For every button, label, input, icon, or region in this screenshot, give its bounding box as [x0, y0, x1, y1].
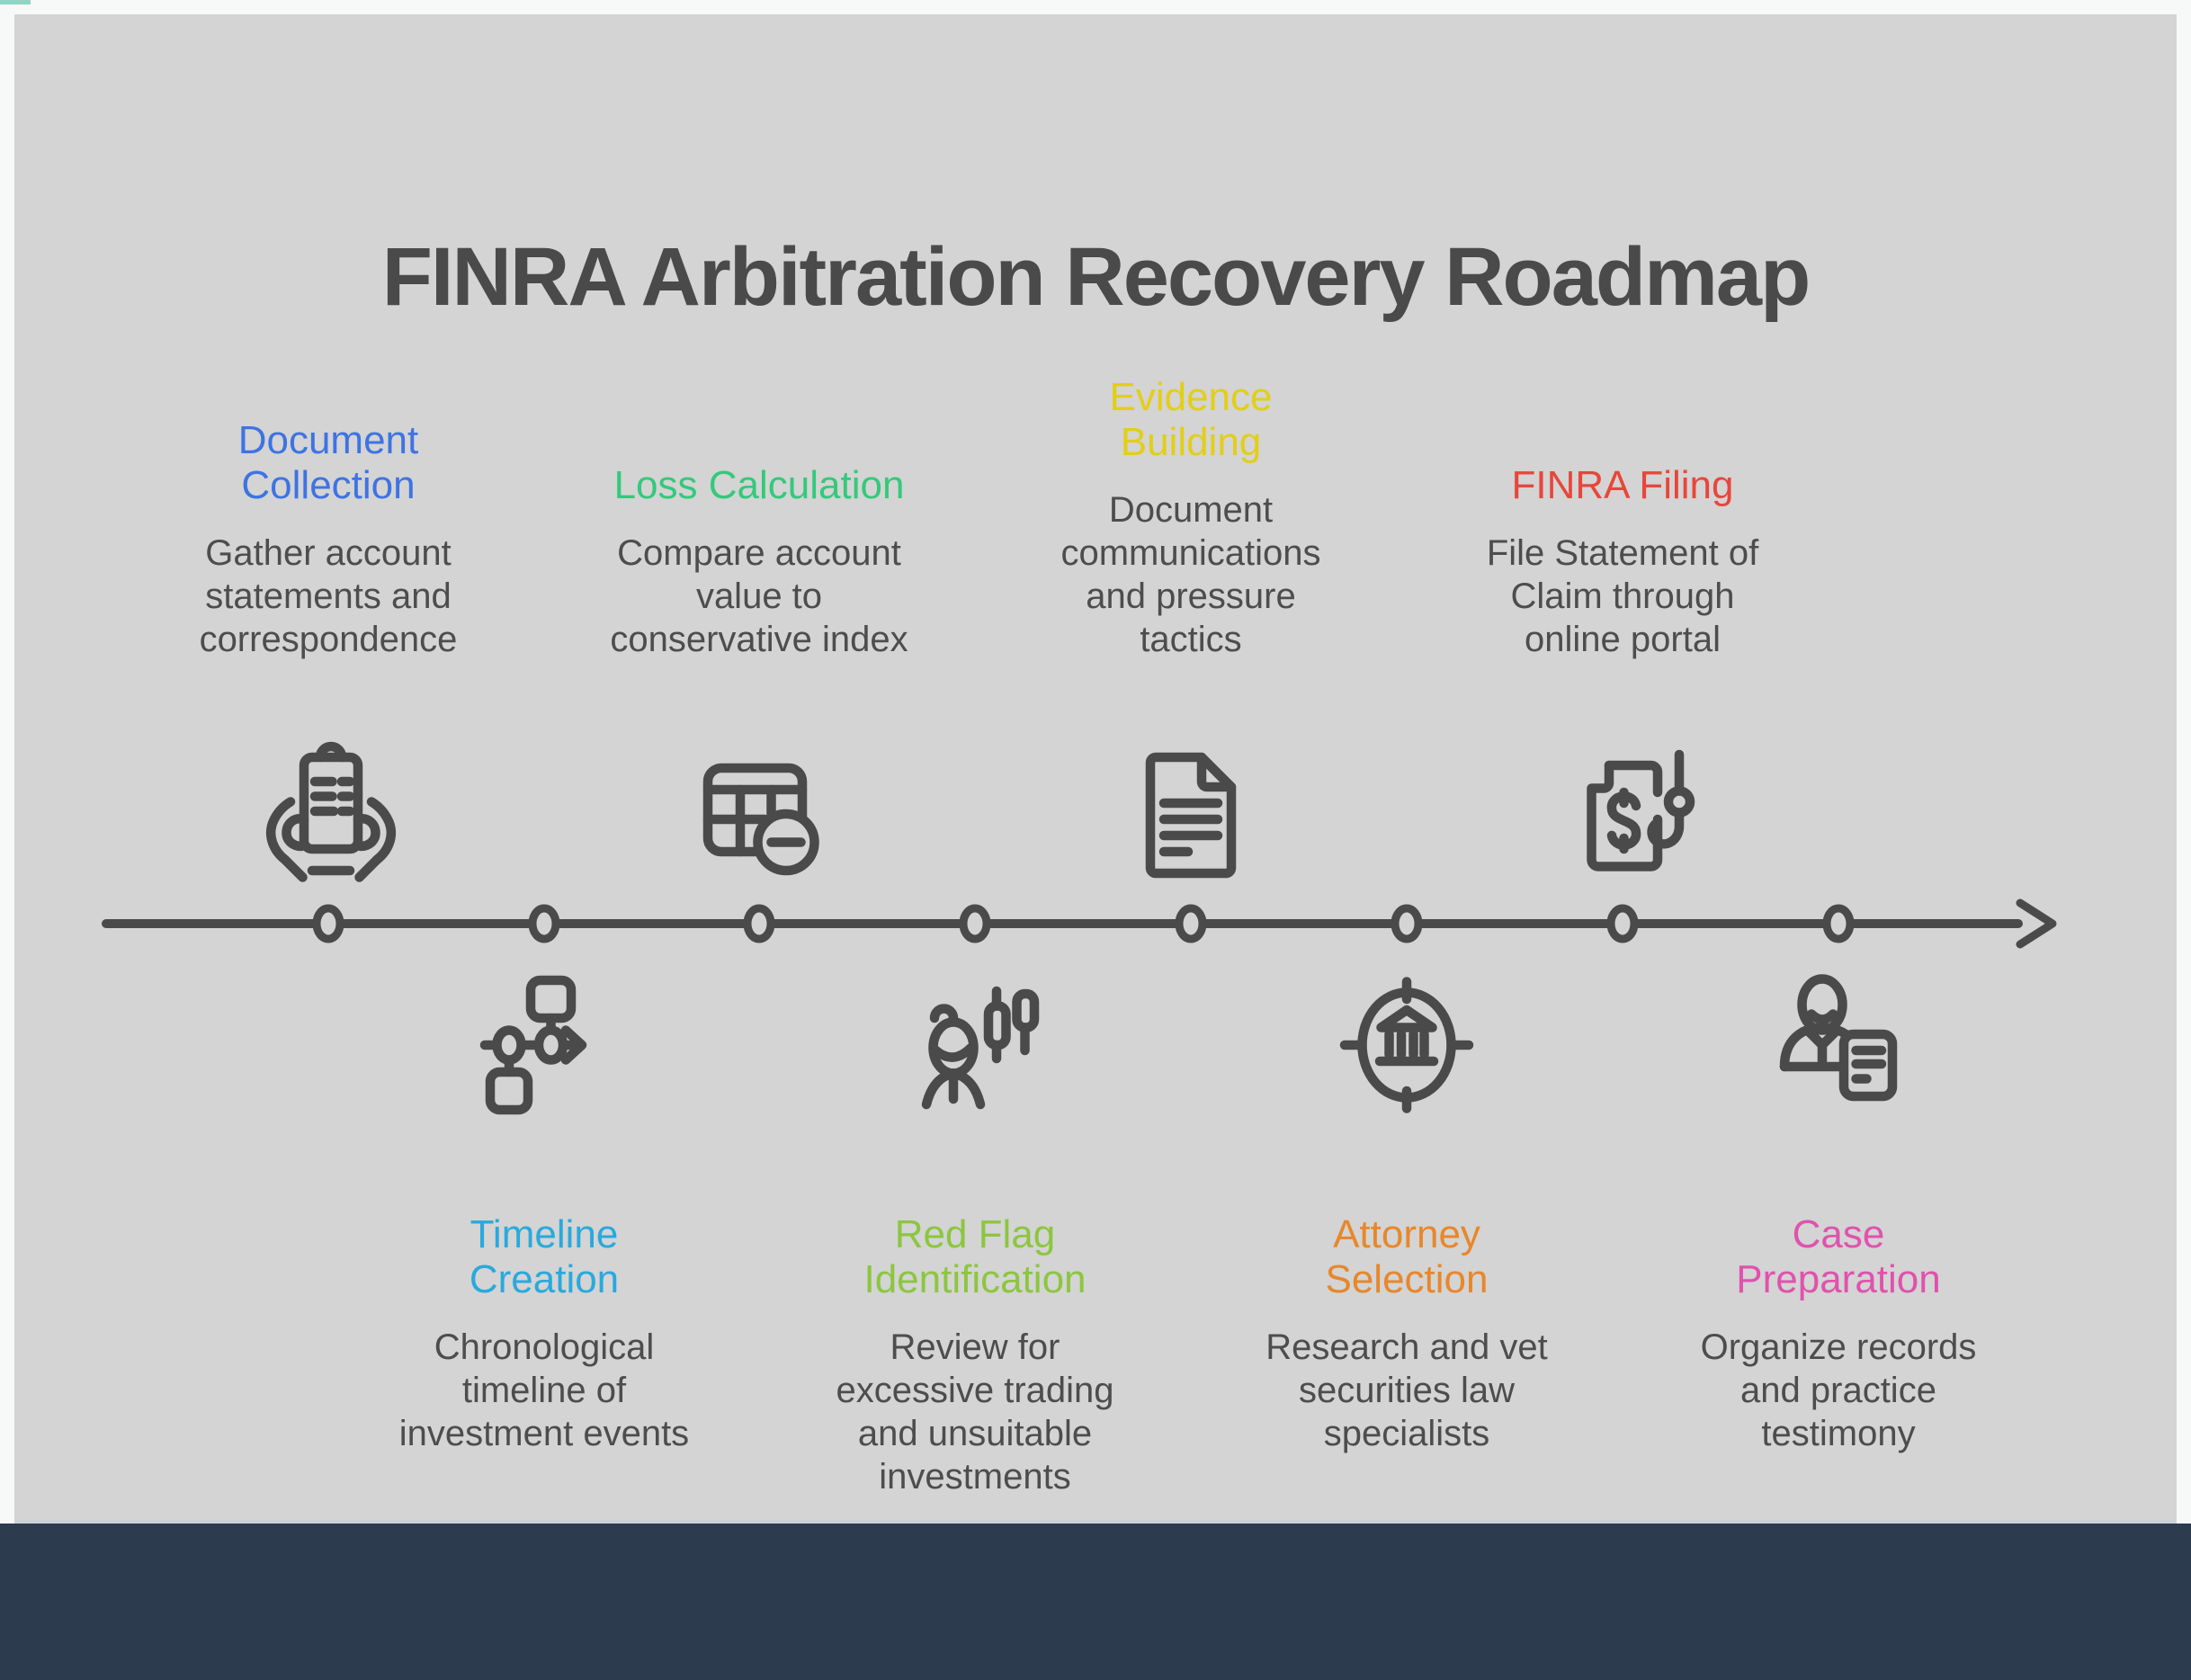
- timeline-node: [528, 904, 560, 943]
- timeline-node: [1391, 904, 1423, 943]
- step-attorney-selection: Attorney Selection Research and vet secu…: [1254, 1212, 1560, 1455]
- top-accent-sliver: [0, 0, 31, 4]
- step-timeline-creation: Timeline Creation Chronological timeline…: [391, 1212, 697, 1455]
- step-evidence-building: Evidence Building Document communication…: [1038, 342, 1344, 661]
- step-description: Chronological timeline of investment eve…: [398, 1327, 690, 1454]
- step-description: File Statement of Claim through online p…: [1486, 533, 1759, 659]
- step-document-collection: Document Collection Gather account state…: [175, 342, 481, 661]
- step-finra-filing: FINRA Filing File Statement of Claim thr…: [1470, 342, 1775, 661]
- footer-bar: [0, 1524, 2191, 1680]
- timeline-node: [1175, 904, 1207, 943]
- timeline-node: [312, 904, 344, 943]
- bank-target-icon: [1339, 977, 1474, 1113]
- step-title: FINRA Filing: [1511, 462, 1734, 507]
- step-description: Organize records and practice testimony: [1700, 1327, 1977, 1454]
- infographic-canvas: [14, 14, 2177, 1524]
- timeline-node: [1606, 904, 1639, 943]
- table-minus-icon: [702, 763, 819, 876]
- dollar-document-hook-icon: [1587, 749, 1695, 871]
- step-description: Research and vet securities law speciali…: [1265, 1327, 1548, 1454]
- step-description: Review for excessive trading and unsuita…: [836, 1327, 1114, 1497]
- step-loss-calculation: Loss Calculation Compare account value t…: [606, 342, 912, 661]
- page-title: FINRA Arbitration Recovery Roadmap: [381, 230, 1811, 323]
- step-title: Loss Calculation: [613, 462, 905, 507]
- step-description: Gather account statements and correspond…: [199, 533, 458, 659]
- timeline-axis: [102, 898, 2057, 949]
- timeline-node: [743, 904, 775, 943]
- step-title: Timeline Creation: [469, 1212, 620, 1302]
- hands-document-icon: [265, 741, 397, 882]
- step-title: Attorney Selection: [1325, 1212, 1489, 1302]
- timeline-node: [959, 904, 991, 943]
- step-title: Evidence Building: [1109, 374, 1273, 464]
- person-candlestick-icon: [921, 986, 1040, 1110]
- step-red-flag-identification: Red Flag Identification Review for exces…: [822, 1212, 1128, 1498]
- step-case-preparation: Case Preparation Organize records and pr…: [1686, 1212, 1991, 1455]
- canvas-bottom-strip: [14, 1520, 2177, 1524]
- step-description: Compare account value to conservative in…: [610, 533, 908, 659]
- timeline-node: [1822, 904, 1855, 943]
- step-title: Case Preparation: [1736, 1212, 1941, 1302]
- step-description: Document communications and pressure tac…: [1060, 490, 1321, 659]
- document-icon: [1145, 752, 1237, 879]
- flowchart-icon: [479, 975, 587, 1115]
- arrowhead-icon: [2016, 898, 2057, 949]
- step-title: Red Flag Identification: [863, 1212, 1087, 1302]
- step-title: Document Collection: [237, 417, 419, 507]
- person-document-icon: [1779, 974, 1898, 1102]
